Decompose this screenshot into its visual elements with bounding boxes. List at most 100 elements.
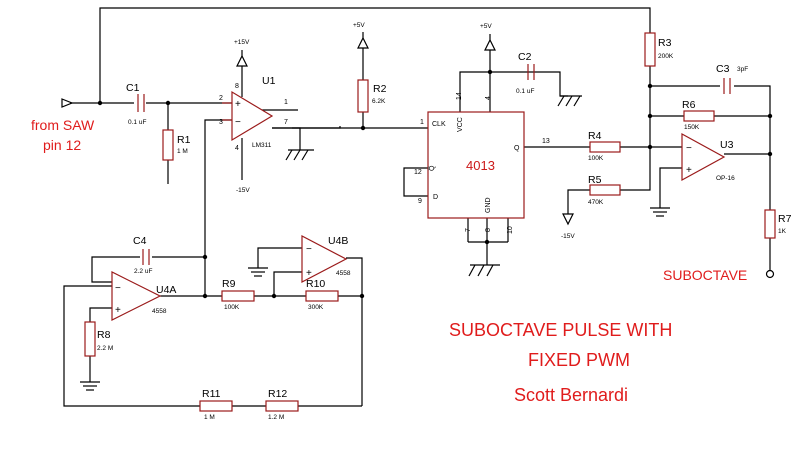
output-terminal: SUBOCTAVE (663, 267, 775, 283)
u2-pin-4: 4 (485, 96, 492, 100)
flip-flop-u2: 4013 CLK VCC Q̅ D Q GND 14 4 1 13 12 9 7… (414, 92, 550, 234)
r2-value: 6.2K (372, 98, 386, 105)
r4-ref: R4 (588, 130, 602, 142)
r2-supply-label: +5V (353, 22, 365, 29)
capacitor-c3: C3 3pF (716, 63, 748, 94)
r5-ref: R5 (588, 174, 602, 186)
u2-clk-label: CLK (432, 121, 446, 128)
resistor-r12: R12 1.2 M (265, 388, 299, 421)
r1-ref: R1 (177, 134, 191, 146)
u4a-minus-sign: − (115, 283, 121, 294)
r12-ref: R12 (268, 388, 287, 400)
u2-supply: +5V (480, 23, 496, 51)
r10-value: 300K (308, 304, 324, 311)
r3-value: 200K (658, 53, 674, 60)
c2-value: 0.1 uF (516, 88, 534, 95)
opamp-u3: − + U3 OP-16 (681, 132, 735, 182)
opamp-u4a: − + U4A 4558 (111, 271, 176, 321)
u1-pin-1: 1 (284, 99, 288, 106)
u1-pin-4: 4 (235, 145, 239, 152)
u1-part: LM311 (252, 142, 272, 149)
u4a-part: 4558 (152, 308, 167, 315)
ground-symbol-u4b (248, 267, 268, 277)
capacitor-c2: C2 0.1 uF (516, 51, 535, 95)
ground-symbol-c2 (557, 95, 582, 107)
u2-d-label: D (433, 194, 438, 201)
u4b-part: 4558 (336, 270, 351, 277)
c1-value: 0.1 uF (128, 119, 146, 126)
capacitor-c1: C1 0.1 uF (126, 82, 146, 126)
u1-pin-2: 2 (219, 95, 223, 102)
r12-value: 1.2 M (268, 414, 284, 421)
r2-ref: R2 (373, 83, 387, 95)
u2-pin-13: 13 (542, 138, 550, 145)
u2-supply-label: +5V (480, 23, 492, 30)
u4b-minus-sign: − (306, 244, 312, 255)
r3-ref: R3 (658, 37, 672, 49)
u1-ref: U1 (262, 75, 276, 87)
u1-vplus-label: +15V (234, 39, 250, 46)
title-line2: FIXED PWM (528, 350, 630, 370)
c1-ref: C1 (126, 82, 140, 94)
u1-plus-sign: + (235, 99, 241, 110)
resistor-r10: R10 300K (305, 278, 339, 311)
r10-ref: R10 (306, 278, 325, 290)
output-label: SUBOCTAVE (663, 267, 747, 283)
ground-symbol-r8 (80, 381, 100, 391)
c3-value: 3pF (737, 66, 748, 73)
title-line1: SUBOCTAVE PULSE WITH (449, 320, 672, 340)
u1-vminus-label: -15V (236, 187, 250, 194)
r11-value: 1 M (204, 414, 215, 421)
capacitor-c4: C4 2.2 uF (133, 235, 152, 275)
r7-ref: R7 (778, 213, 792, 225)
r8-ref: R8 (97, 329, 111, 341)
u2-pin-12: 12 (414, 169, 422, 176)
comparator-u1: + − U1 LM311 2 3 1 7 8 4 (219, 75, 288, 152)
input-terminal: from SAW pin 12 (31, 98, 95, 153)
resistor-r2: +5V R2 6.2K (353, 22, 387, 113)
r5-value: 470K (588, 199, 604, 206)
u2-q-label: Q (514, 145, 520, 152)
input-label-line1: from SAW (31, 117, 95, 133)
r9-ref: R9 (222, 278, 236, 290)
resistor-r3: R3 200K (644, 32, 674, 67)
u4b-ref: U4B (328, 235, 348, 247)
u2-qbar-label: Q̅ (428, 165, 436, 171)
resistor-r1: R1 1 M (162, 129, 191, 161)
r11-ref: R11 (202, 388, 221, 400)
title-author: Scott Bernardi (514, 385, 628, 405)
u1-pin-8: 8 (235, 83, 239, 90)
u2-pin-9: 9 (418, 198, 422, 205)
u3-plus-sign: + (686, 165, 692, 176)
u2-pin-1: 1 (420, 119, 424, 126)
r6-value: 150K (684, 124, 700, 131)
u3-part: OP-16 (716, 175, 735, 182)
u4a-ref: U4A (156, 284, 176, 296)
resistor-r5: R5 470K -15V (561, 174, 621, 240)
resistor-r6: R6 150K (682, 99, 715, 131)
u3-minus-sign: − (686, 143, 692, 154)
u2-pin-8: 8 (485, 228, 492, 232)
r8-value: 2.2 M (97, 345, 113, 352)
u2-vcc-label: VCC (457, 117, 464, 132)
u1-vminus-supply: -15V (236, 187, 250, 194)
r7-value: 1K (778, 228, 787, 235)
r5-supply-label: -15V (561, 233, 575, 240)
u4b-plus-sign: + (306, 268, 312, 279)
u3-ref: U3 (720, 139, 734, 151)
u2-pin-14: 14 (456, 92, 463, 100)
u2-pin-10: 10 (507, 226, 514, 234)
c4-value: 2.2 uF (134, 268, 152, 275)
c2-ref: C2 (518, 51, 532, 63)
r6-ref: R6 (682, 99, 696, 111)
ground-symbol-u1 (285, 149, 314, 161)
wiring (63, 7, 771, 407)
u4a-plus-sign: + (115, 305, 121, 316)
u1-pin-3: 3 (219, 119, 223, 126)
opamp-u4b: − + U4B 4558 (301, 235, 351, 283)
c4-ref: C4 (133, 235, 147, 247)
u2-pin-7: 7 (465, 228, 472, 232)
resistor-r7: R7 1K (764, 209, 792, 239)
u1-pin-7: 7 (284, 119, 288, 126)
